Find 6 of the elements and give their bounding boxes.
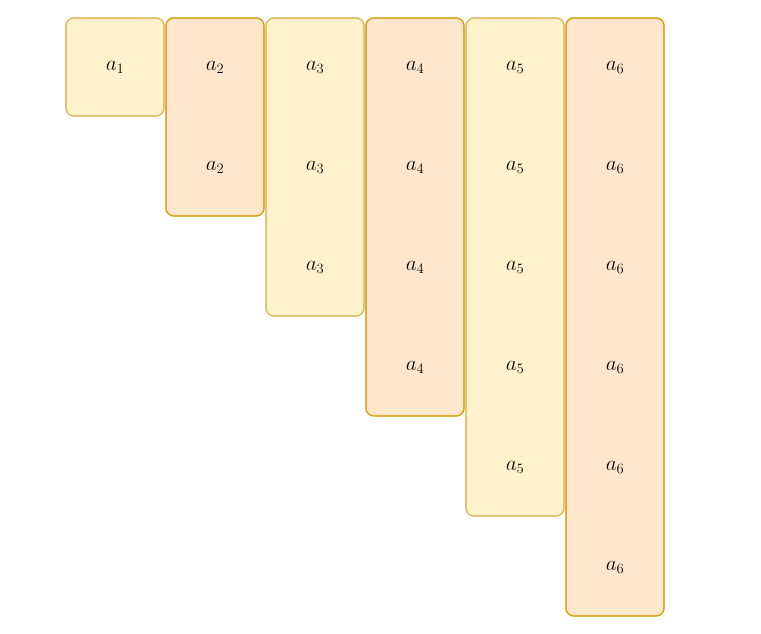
column-box: $a_4$ $a_4$ $a_4$ $a_4$ xyxy=(365,17,465,417)
column-box: $a_5$ $a_5$ $a_5$ $a_5$ $a_5$ xyxy=(465,17,565,517)
column-box: $a_2$ $a_2$ xyxy=(165,17,265,217)
column-box: $a_3$ $a_3$ $a_3$ xyxy=(265,17,365,317)
column-box: $a_1$ xyxy=(65,17,165,117)
column-box: $a_6$ $a_6$ $a_6$ $a_6$ $a_6$ $a_6$ xyxy=(565,17,665,617)
